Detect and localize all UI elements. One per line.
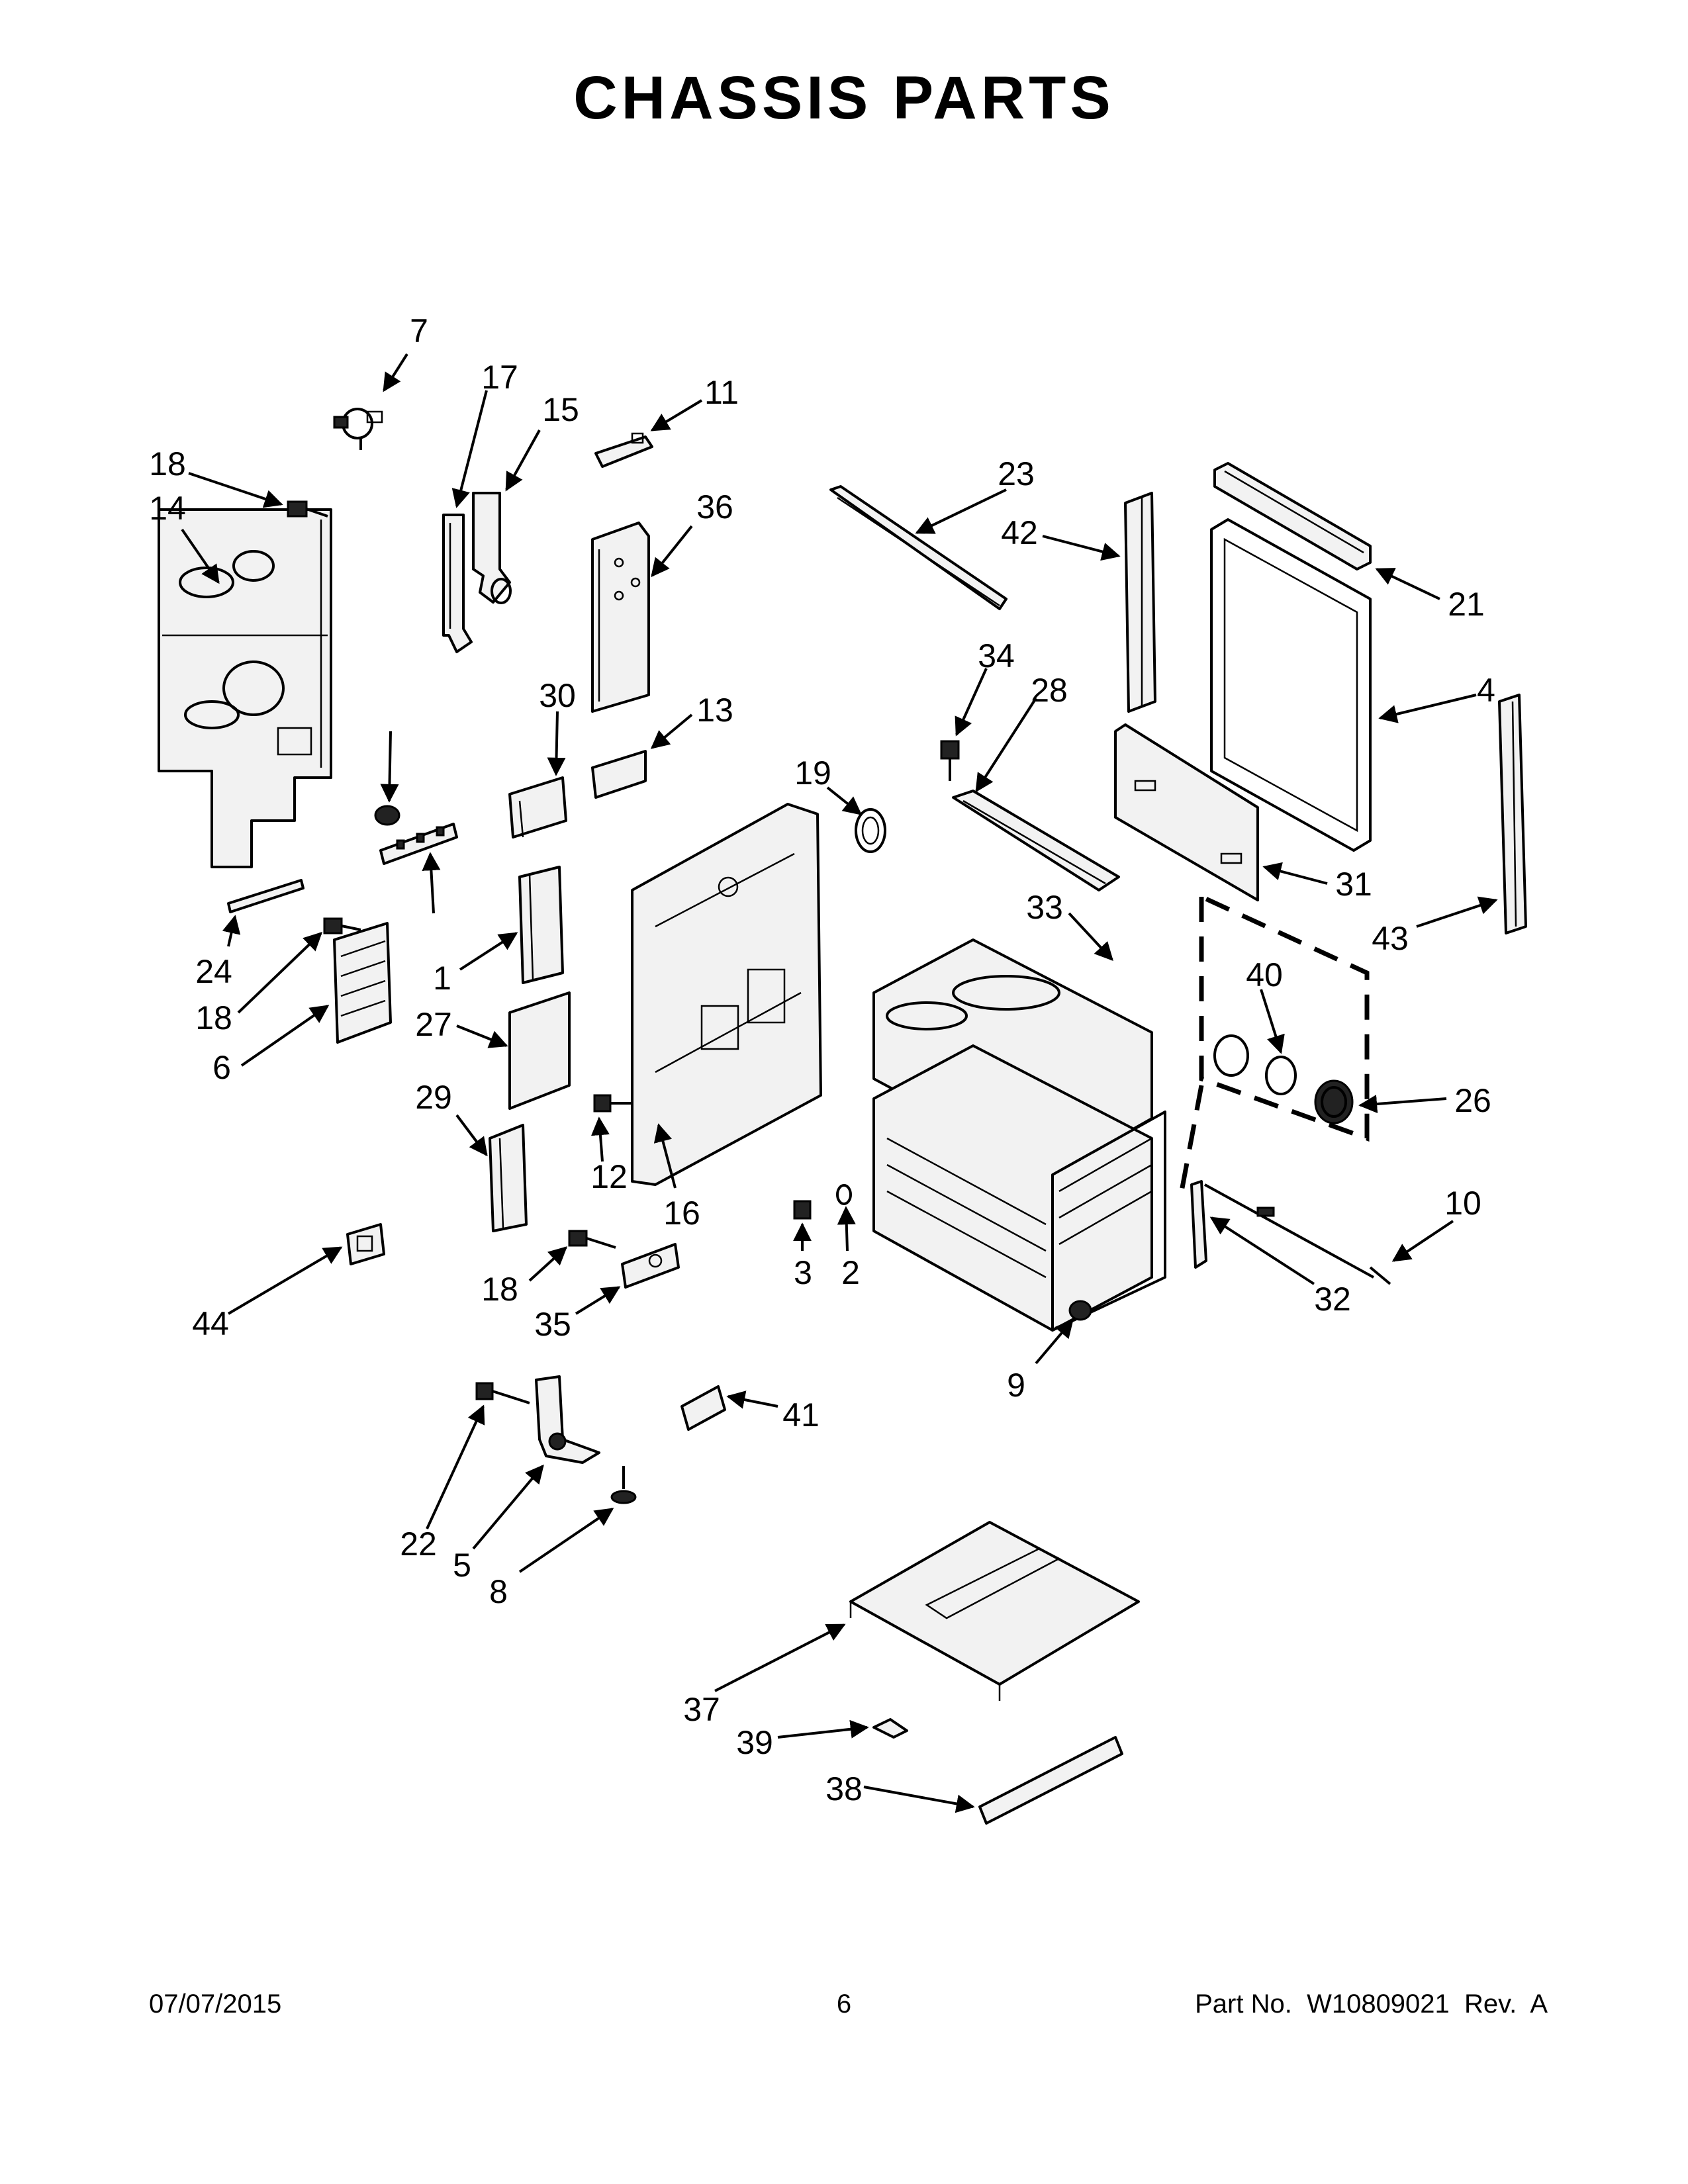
- part-3-screw: [793, 1200, 812, 1220]
- part-20-top-trim: [1213, 462, 1372, 570]
- part-8-leveling-leg: [610, 1466, 637, 1504]
- callout-18-left: 18: [195, 999, 232, 1036]
- callout-22: 24: [195, 953, 232, 990]
- part-18-screw-bottom: [568, 1230, 616, 1249]
- part-32-screw: [940, 740, 960, 781]
- callout-8: 8: [489, 1573, 508, 1610]
- part-22-strip: [227, 879, 305, 913]
- part-11-small-bracket: [594, 432, 653, 468]
- part-25-insulation: [508, 991, 571, 1110]
- part-18-screw-top: [287, 500, 328, 518]
- part-35-drawer-base: [849, 1521, 1140, 1701]
- callout-24: 26: [1454, 1082, 1491, 1119]
- light-assembly-outline: [1199, 894, 1370, 1142]
- footer-date: 07/07/2015: [149, 1989, 282, 2019]
- callout-39: 41: [782, 1396, 820, 1433]
- part-26-bracket-assembly: [952, 790, 1120, 891]
- callout-18-top: 18: [149, 445, 186, 482]
- light-assembly-outline-lead: [1179, 1085, 1204, 1192]
- callout-34: 36: [696, 488, 733, 525]
- callout-6: 6: [212, 1049, 231, 1086]
- callout-32: 34: [978, 637, 1015, 674]
- callout-35: 37: [683, 1691, 720, 1728]
- part-42-clip: [346, 1223, 385, 1265]
- part-23-rail: [829, 485, 1008, 610]
- part-27-bracket: [489, 1124, 528, 1232]
- footer-part-number: Part No. W10809021 Rev. A: [1195, 1989, 1548, 2019]
- part-33-bracket: [621, 1243, 680, 1289]
- part-40-trim-strip: [1124, 492, 1156, 713]
- leader-lines: [181, 353, 1498, 1813]
- part-28-bracket: [508, 776, 567, 839]
- part-21-screw: [475, 1382, 530, 1404]
- callout-10: 10: [1444, 1185, 1481, 1222]
- part-38-bulb: [1213, 1034, 1297, 1095]
- callout-7: 7: [410, 312, 428, 349]
- part-2-washer: [836, 1184, 852, 1205]
- callout-25: 27: [415, 1006, 452, 1043]
- callout-12: 12: [590, 1158, 628, 1195]
- callout-27: 29: [415, 1079, 452, 1116]
- part-15-vent-duct: [472, 492, 512, 604]
- callout-11: 11: [704, 374, 739, 411]
- callout-labels: 7 17 15 11 18 14 36 23 42 21 4 34 28 19 …: [149, 312, 1495, 1807]
- part-36-drawer-rail: [978, 1736, 1123, 1825]
- callout-16: 16: [663, 1195, 700, 1232]
- part-30-bracket: [1190, 1180, 1207, 1269]
- callout-1: 1: [433, 960, 451, 997]
- part-29-panel: [1114, 723, 1259, 901]
- part-13-bracket: [591, 750, 647, 799]
- part-1-channel: [518, 866, 564, 984]
- callout-9: 9: [1007, 1367, 1025, 1404]
- part-4-door-frame: [1210, 518, 1372, 852]
- callout-14: 14: [149, 490, 186, 527]
- part-39-bracket: [680, 1385, 726, 1431]
- callout-3: 3: [794, 1254, 812, 1291]
- part-9-plug: [1068, 1300, 1092, 1321]
- callout-19: 19: [794, 754, 831, 792]
- part-31-oven-cavity: [872, 938, 1166, 1332]
- callout-20: 21: [1448, 586, 1485, 623]
- callout-13: 13: [696, 692, 733, 729]
- part-7-sensor: [333, 408, 383, 450]
- callout-18-bottom: 18: [481, 1271, 518, 1308]
- part-10-sensor-probe: [1204, 1183, 1391, 1285]
- callout-36: 38: [825, 1770, 863, 1807]
- callout-26: 28: [1031, 672, 1068, 709]
- part-12-screw: [593, 1094, 632, 1113]
- footer-page-number: 6: [836, 1989, 852, 2019]
- callout-40: 42: [1001, 514, 1038, 551]
- callout-33: 35: [534, 1306, 571, 1343]
- part-37-clip: [872, 1718, 908, 1739]
- callout-37: 39: [736, 1724, 773, 1761]
- callout-15: 15: [542, 391, 579, 428]
- part-18-screw-left: [323, 917, 361, 934]
- callout-17: 17: [481, 359, 518, 396]
- part-44-grommet: [374, 805, 400, 826]
- callout-5: 5: [453, 1547, 471, 1584]
- callout-2: 2: [841, 1254, 860, 1291]
- part-19-fan: [855, 808, 886, 853]
- callout-42: 44: [192, 1305, 229, 1342]
- callout-30: 32: [1314, 1281, 1351, 1318]
- part-24-lens: [1314, 1079, 1354, 1124]
- part-41-side-trim: [1498, 694, 1527, 934]
- callout-28: 30: [539, 677, 576, 714]
- callout-4: 4: [1477, 672, 1495, 709]
- callout-31: 33: [1026, 889, 1063, 926]
- part-6-vent-grille: [333, 922, 392, 1044]
- part-16-side-panel: [631, 803, 822, 1186]
- callout-41: 43: [1372, 920, 1409, 957]
- callout-23: 23: [998, 455, 1035, 492]
- part-43-terminal-block: [379, 823, 458, 865]
- callout-21: 22: [400, 1525, 437, 1563]
- part-14-rear-panel: [158, 508, 332, 868]
- page-title: CHASSIS PARTS: [573, 64, 1115, 132]
- callout-29: 31: [1335, 866, 1372, 903]
- part-34-side-plate: [591, 522, 650, 713]
- callout-38: 40: [1246, 956, 1283, 993]
- part-5-leveling-bracket: [535, 1375, 600, 1464]
- part-17-bracket: [442, 514, 473, 653]
